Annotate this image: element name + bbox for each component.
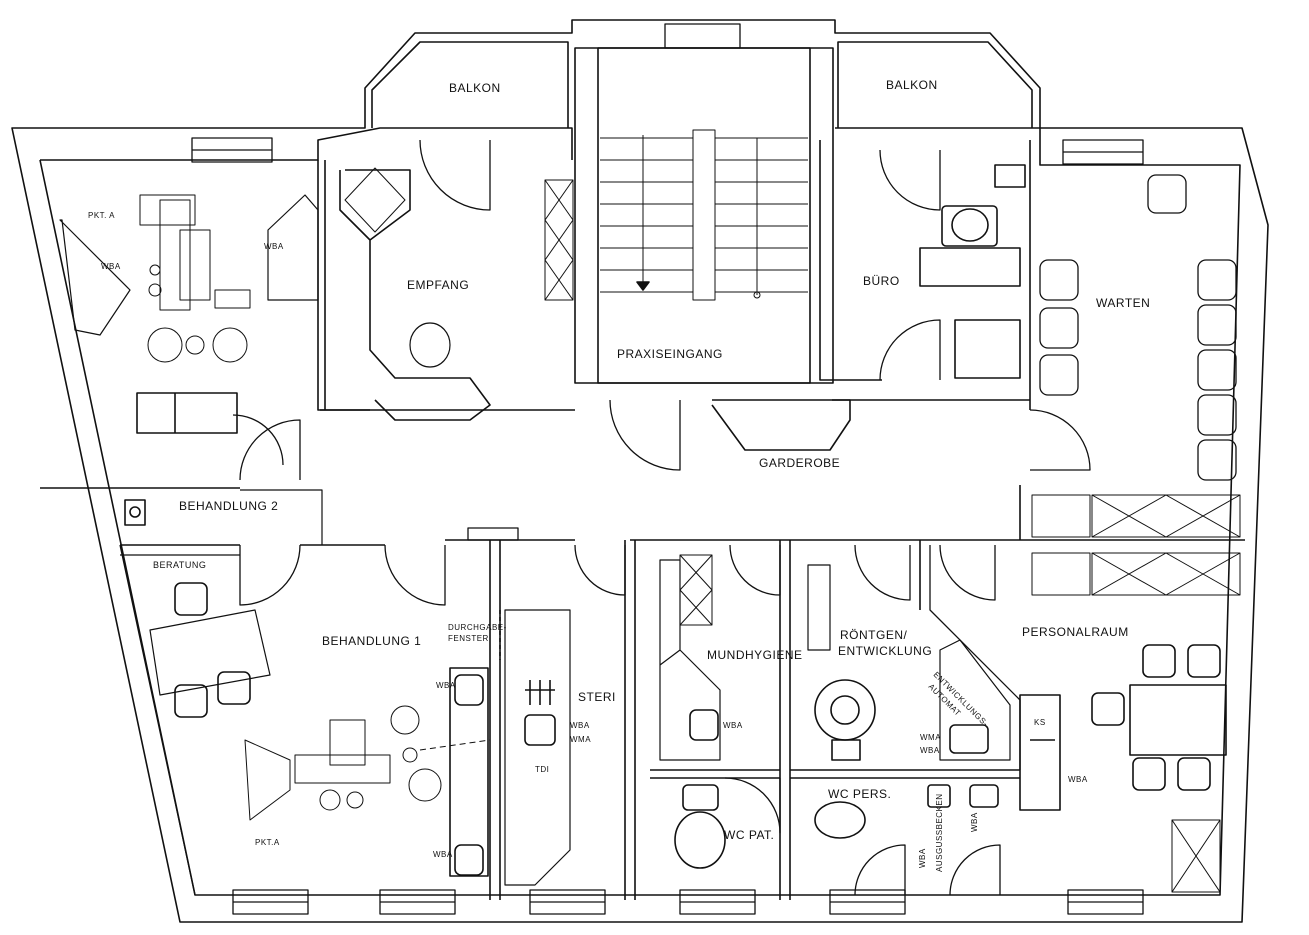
doors xyxy=(232,139,1091,896)
dental-chair-bottom xyxy=(244,705,491,821)
steri-counter xyxy=(504,609,571,886)
outer-wall xyxy=(11,19,1269,923)
label-roentgen-1: RÖNTGEN/ xyxy=(840,628,908,642)
garderobe-bench xyxy=(711,399,851,451)
label-wba-b1-top: WBA xyxy=(436,681,456,690)
balcony-right xyxy=(837,41,1033,128)
label-mundhygiene: MUNDHYGIENE xyxy=(707,648,803,662)
wall-buero xyxy=(819,140,1031,410)
label-wba-wc-pers: WBA xyxy=(918,848,927,868)
label-empfang: EMPFANG xyxy=(407,278,470,292)
label-wc-pers: WC PERS. xyxy=(828,787,892,801)
label-wba-roentgen: WBA xyxy=(920,746,940,755)
reception-desk xyxy=(339,169,491,421)
label-praxiseingang: PRAXISEINGANG xyxy=(617,347,723,361)
label-durchgabe-1: DURCHGABE- xyxy=(448,623,507,632)
label-steri: STERI xyxy=(578,690,616,704)
label-buero: BÜRO xyxy=(863,274,900,288)
label-personalraum: PERSONALRAUM xyxy=(1022,625,1129,639)
label-garderobe: GARDEROBE xyxy=(759,456,841,470)
label-ks: KS xyxy=(1034,718,1046,727)
label-wba-personal: WBA xyxy=(1068,775,1088,784)
label-wma-roentgen: WMA xyxy=(920,733,942,742)
label-roentgen-2: ENTWICKLUNG xyxy=(838,644,933,658)
label-beratung: BERATUNG xyxy=(153,560,207,570)
label-balkon-right: BALKON xyxy=(886,78,938,92)
label-pkt-a-bottom: PKT.A xyxy=(255,838,280,847)
label-durchgabe-2: FENSTER xyxy=(448,634,489,643)
stairwell xyxy=(574,47,834,384)
label-ausguss: AUSGUSSBECKEN xyxy=(935,793,944,872)
label-behandlung1: BEHANDLUNG 1 xyxy=(322,634,422,648)
label-wba-b2-left: WBA xyxy=(101,262,121,271)
label-tdi: TDI xyxy=(535,765,550,774)
wall-wc xyxy=(650,769,1020,779)
label-wc-pat: WC PAT. xyxy=(724,828,775,842)
dental-chair-top xyxy=(139,194,251,363)
label-wma-steri: WMA xyxy=(570,735,592,744)
label-wba-wc-pers-2: WBA xyxy=(970,812,979,832)
wall-corridor-bottom xyxy=(120,539,1245,546)
balcony-left xyxy=(371,41,569,128)
label-wba-b2-right: WBA xyxy=(264,242,284,251)
label-warten: WARTEN xyxy=(1096,296,1151,310)
wall-corridor-top xyxy=(320,399,1030,411)
wall-vertical-rooms xyxy=(489,485,1021,900)
label-balkon-left: BALKON xyxy=(449,81,501,95)
windows xyxy=(191,23,1144,915)
label-wba-steri: WBA xyxy=(570,721,590,730)
wall-empfang xyxy=(317,160,370,411)
label-pkt-a-top: PKT. A xyxy=(88,211,116,220)
waiting-chairs xyxy=(1039,174,1237,481)
cabinets xyxy=(544,179,1241,893)
label-wba-b1-bottom: WBA xyxy=(433,850,453,859)
label-behandlung2: BEHANDLUNG 2 xyxy=(179,499,279,513)
label-wba-mundhygiene: WBA xyxy=(723,721,743,730)
